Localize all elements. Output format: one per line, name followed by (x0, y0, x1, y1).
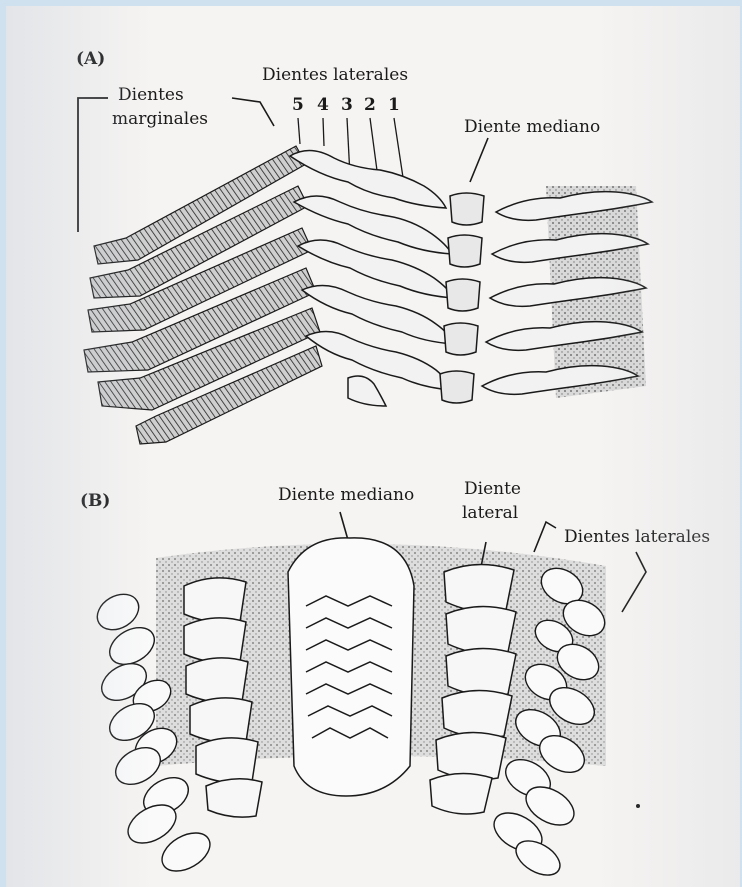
panel-a-tag: (A) (76, 50, 105, 69)
right-lateral-teeth-group (482, 186, 652, 398)
b-outer-lateral-left-group (91, 587, 217, 879)
lateral-number-1: 1 (388, 96, 400, 115)
stray-dot (636, 804, 640, 808)
b-median-pointer-line (340, 512, 352, 554)
figure-page: (A) Dientes laterales Dientes marginales… (6, 6, 740, 887)
diente-mediano-label-a: Diente mediano (464, 118, 600, 137)
marginal-pointer-line (232, 98, 274, 126)
dientes-laterales-label-a: Dientes laterales (262, 66, 408, 85)
dientes-marginales-label-line1: Dientes (118, 86, 184, 105)
lateral-number-5: 5 (292, 96, 304, 115)
diente-lateral-label-line2: lateral (462, 504, 518, 523)
b-laterals-bracket-line (534, 522, 556, 552)
diente-mediano-label-b: Diente mediano (278, 486, 414, 505)
lateral-number-4: 4 (317, 96, 329, 115)
marginal-bracket-line (78, 98, 108, 232)
b-median-teeth-group (288, 538, 414, 796)
lateral-number-3: 3 (341, 96, 353, 115)
b-lateral-pointer-line (480, 542, 486, 572)
marginal-teeth-group (84, 146, 322, 444)
panel-b-tag: (B) (80, 492, 110, 511)
dientes-laterales-label-b: Dientes laterales (564, 528, 710, 547)
median-pointer-line (470, 138, 488, 182)
lateral-number-2: 2 (364, 96, 376, 115)
median-teeth-group (440, 193, 484, 403)
b-laterals-bracket-line-2 (622, 552, 646, 612)
diente-lateral-label-line1: Diente (464, 480, 521, 499)
b-inner-lateral-left-group (184, 578, 262, 817)
b-outer-lateral-right-group (487, 561, 611, 882)
dientes-marginales-label-line2: marginales (112, 110, 208, 129)
b-inner-lateral-right-group (430, 564, 516, 814)
